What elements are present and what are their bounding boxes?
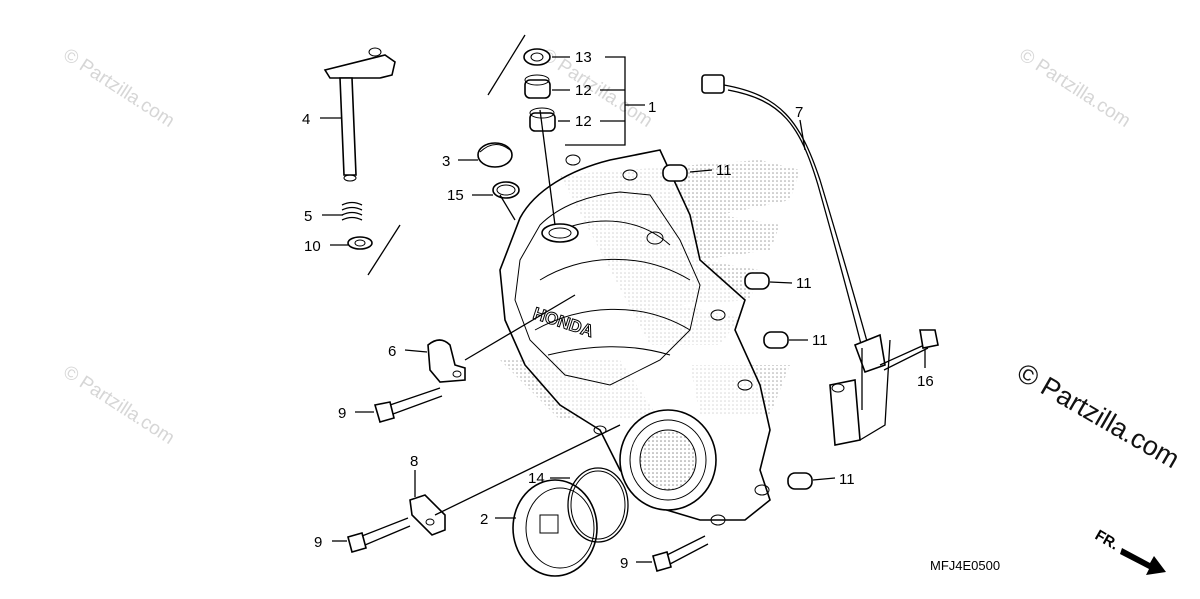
watermark-top-left: © Partzilla.com [59,45,178,132]
part-13-seal [523,48,551,66]
callout-8: 8 [410,453,418,470]
part-2-timing-cap [512,479,598,577]
callout-10: 10 [304,238,321,255]
front-direction-arrow: FR. [1092,527,1166,575]
part-9-bolt-3 [652,535,709,572]
callout-11b: 11 [796,275,812,292]
part-14-o-ring [567,467,629,543]
callout-11d: 11 [839,471,855,488]
callout-12a: 12 [575,82,592,99]
part-3-filler-cap [477,142,513,168]
part-11-dowel-2 [744,272,770,290]
part-15-o-ring [492,181,520,199]
callout-4: 4 [302,111,310,128]
part-6-clamp [427,339,466,383]
part-12-bearing-lower [529,107,556,132]
callout-9b: 9 [314,534,322,551]
part-5-spring [341,201,363,221]
direction-label: FR. [1092,527,1121,554]
part-10-washer [347,236,373,250]
watermark-top-right: © Partzilla.com [1015,45,1134,132]
part-8-plate [409,494,446,536]
callout-11a: 11 [716,162,732,179]
part-4-shaft [323,47,396,182]
callouts: 1 2 3 4 5 6 7 8 9 9 9 10 11 11 11 11 12 … [302,49,934,572]
part-9-bolt-1 [373,387,443,423]
callout-16: 16 [917,373,934,390]
callout-2: 2 [480,511,488,528]
callout-12b: 12 [575,113,592,130]
watermark-mid-left: © Partzilla.com [59,362,178,449]
callout-6: 6 [388,343,396,360]
callout-9a: 9 [338,405,346,422]
watermark-main: © Partzilla.com [1012,357,1185,474]
part-9-bolt-2 [347,517,411,553]
callout-13: 13 [575,49,592,66]
part-12-bearing-upper [524,74,551,99]
assembly-lines [320,34,926,563]
callout-11c: 11 [812,332,828,349]
part-11-dowel-3 [763,331,789,349]
crankcase-cover: HONDA [499,149,771,526]
part-16-bolt [879,329,939,371]
callout-14: 14 [528,470,545,487]
callout-3: 3 [442,153,450,170]
callout-5: 5 [304,208,312,225]
part-7-sensor-cable [701,74,886,446]
callout-9c: 9 [620,555,628,572]
part-11-dowel-4 [787,472,813,490]
diagram-code: MFJ4E0500 [930,558,1000,573]
callout-1: 1 [648,99,656,116]
callout-7: 7 [795,104,803,121]
arrow-icon [1120,548,1166,575]
part-11-dowel-1 [662,164,688,182]
callout-15: 15 [447,187,464,204]
